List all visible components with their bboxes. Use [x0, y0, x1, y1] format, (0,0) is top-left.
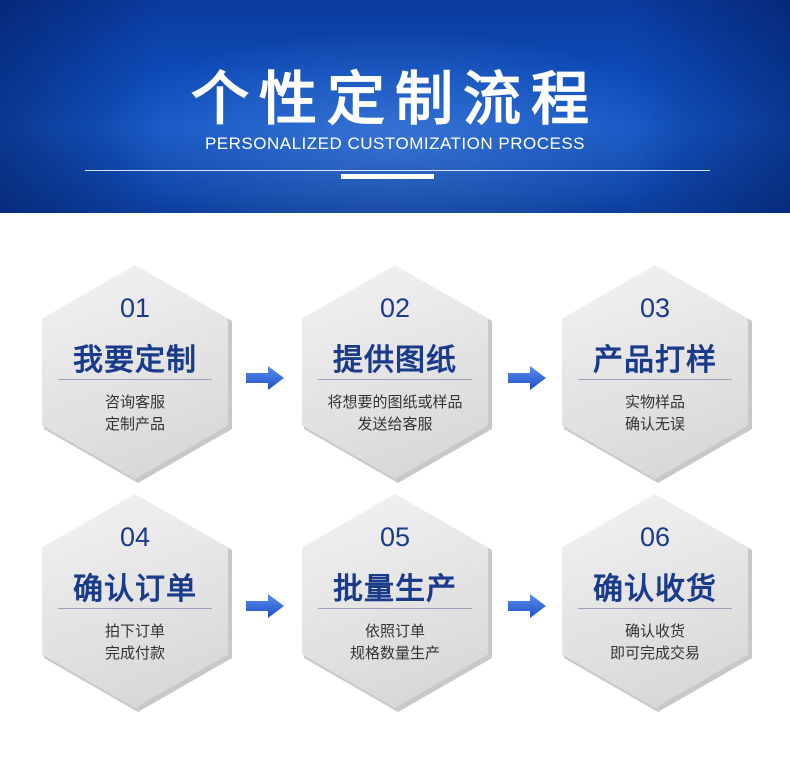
arrow-right-icon	[508, 594, 546, 618]
step-description-line2: 定制产品	[104, 415, 165, 433]
step-number: 05	[379, 522, 411, 552]
step-description-line2: 完成付款	[104, 644, 165, 662]
step-hexagon: 04 确认订单 拍下订单 完成付款	[42, 494, 228, 708]
step-description-line2: 发送给客服	[357, 415, 433, 433]
step-divider	[58, 379, 212, 380]
step-number: 04	[119, 522, 151, 552]
arrow-right-icon	[246, 594, 284, 618]
step-number: 01	[119, 293, 151, 323]
title-divider-accent	[341, 174, 434, 179]
step-description-line1: 拍下订单	[104, 622, 165, 640]
arrow-right-icon	[508, 366, 546, 390]
step-description-line1: 实物样品	[624, 393, 685, 411]
step-number: 06	[639, 522, 671, 552]
step-name: 确认收货	[593, 572, 717, 607]
title-divider	[85, 170, 710, 171]
step-name: 批量生产	[333, 572, 457, 607]
step-divider	[578, 379, 732, 380]
step-divider	[318, 379, 472, 380]
step-description-line2: 即可完成交易	[609, 644, 700, 662]
step-name: 产品打样	[593, 343, 717, 378]
step-number: 03	[639, 293, 671, 323]
step-divider	[58, 608, 212, 609]
step-hexagon: 06 确认收货 确认收货 即可完成交易	[562, 494, 748, 708]
step-hexagon: 05 批量生产 依照订单 规格数量生产	[302, 494, 488, 708]
step-description-line1: 将想要的图纸或样品	[327, 393, 463, 411]
step-divider	[318, 608, 472, 609]
page-subtitle: PERSONALIZED CUSTOMIZATION PROCESS	[204, 134, 586, 153]
step-name: 确认订单	[73, 572, 197, 607]
step-name: 提供图纸	[333, 343, 457, 378]
step-description-line1: 确认收货	[624, 622, 685, 640]
step-description-line2: 规格数量生产	[349, 644, 440, 662]
arrow-right-icon	[246, 366, 284, 390]
step-number: 02	[379, 293, 411, 323]
step-divider	[578, 608, 732, 609]
step-description-line1: 咨询客服	[104, 393, 165, 411]
step-description-line1: 依照订单	[364, 622, 425, 640]
step-description-line2: 确认无误	[624, 415, 685, 433]
step-name: 我要定制	[73, 343, 197, 378]
page-title: 个性定制流程	[190, 65, 599, 133]
header-banner: 个性定制流程 PERSONALIZED CUSTOMIZATION PROCES…	[0, 0, 790, 213]
